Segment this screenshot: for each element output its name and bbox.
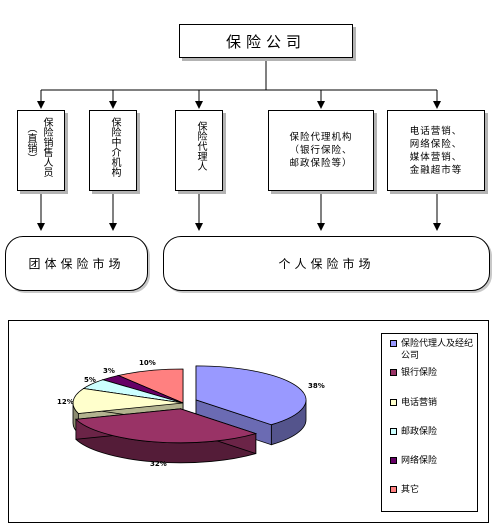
legend-label: 其它 [401, 485, 420, 495]
legend-label: 保险代理人及经纪公司 [401, 339, 474, 361]
data-label-agent: 38% [308, 382, 325, 390]
legend-label: 银行保险 [401, 368, 438, 378]
connector-lines [37, 58, 441, 231]
personal-market-label: 个人保险市场 [278, 257, 375, 271]
data-label-postal: 5% [84, 376, 96, 384]
legend-swatch [390, 340, 397, 347]
legend-label: 邮政保险 [401, 427, 438, 437]
channel-label: 保险销售人员 [41, 117, 52, 177]
channel-box-agency: 保险代理机构 （银行保险、 邮政保险等） [268, 110, 374, 191]
channel-sub-label: （银行保险、 [289, 145, 353, 156]
legend-label: 电话营销 [401, 398, 438, 408]
pie-chart [72, 365, 307, 464]
channel-line-2: 网络保险、 [409, 139, 463, 150]
channel-line-4: 金融超市等 [409, 165, 463, 176]
chart-legend: 保险代理人及经纪公司 银行保险 电话营销 邮政保险 网络保险 其它 [381, 333, 478, 512]
data-label-bank: 32% [150, 460, 167, 468]
channel-line-1: 电话营销、 [409, 126, 463, 137]
legend-swatch [390, 369, 397, 376]
channel-label: 保险代理机构 [289, 132, 353, 143]
channel-box-intermediary: 保险中介机构 [89, 110, 137, 191]
channel-sub-label-2: 邮政保险等） [289, 158, 353, 169]
personal-insurance-market: 个人保险市场 [163, 236, 490, 291]
data-label-phone: 12% [57, 398, 74, 406]
legend-item: 保险代理人及经纪公司 [390, 338, 476, 364]
channel-box-agent: 保险代理人 [175, 110, 223, 191]
legend-label: 网络保险 [401, 456, 438, 466]
group-insurance-market: 团体保险市场 [5, 236, 148, 291]
insurance-company-label: 保险公司 [225, 32, 306, 51]
group-market-label: 团体保险市场 [28, 257, 125, 271]
insurance-company-box: 保险公司 [179, 24, 353, 58]
data-label-internet: 3% [103, 367, 115, 375]
channel-box-sales-staff: （直销） 保险销售人员 [17, 110, 65, 191]
channel-sub-label: （直销） [25, 123, 36, 163]
data-label-other: 10% [139, 359, 156, 367]
legend-swatch [390, 428, 397, 435]
legend-swatch [390, 399, 397, 406]
legend-swatch [390, 457, 397, 464]
pie-slice-bank [74, 408, 258, 464]
legend-swatch [390, 486, 397, 493]
channel-label: 保险代理人 [195, 121, 206, 171]
channel-text-group: 电话营销、 网络保险、 媒体营销、 金融超市等 [388, 125, 484, 177]
channel-label: 保险中介机构 [109, 117, 120, 177]
channel-box-other: 电话营销、 网络保险、 媒体营销、 金融超市等 [387, 110, 485, 191]
channel-text-group: 保险代理机构 （银行保险、 邮政保险等） [269, 131, 373, 170]
channel-line-3: 媒体营销、 [409, 152, 463, 163]
